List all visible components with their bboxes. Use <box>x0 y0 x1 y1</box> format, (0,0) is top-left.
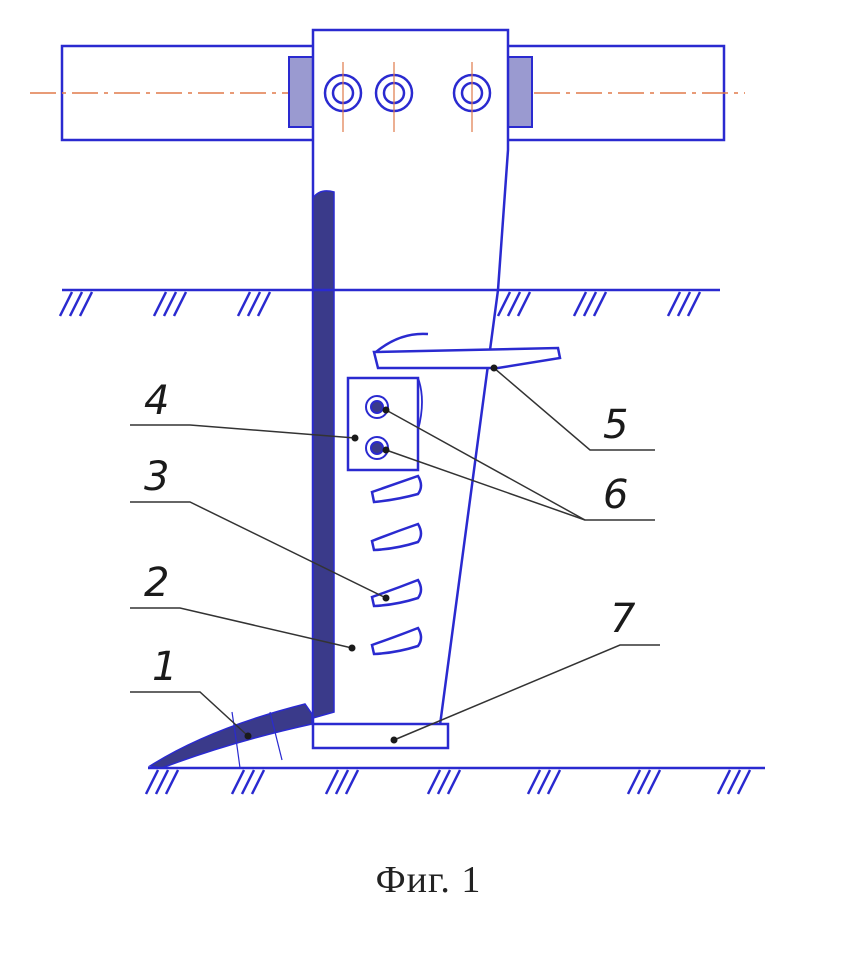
loosening-plate-edge <box>375 332 429 353</box>
leader-dots <box>244 364 498 744</box>
bolt-centerlines <box>342 62 473 132</box>
clamp-plate-right <box>507 56 533 128</box>
ground-hatch-upper <box>58 291 702 317</box>
ground-hatch-lower <box>144 769 752 795</box>
fastener <box>365 436 389 460</box>
leader-lines <box>130 367 660 741</box>
label-7: 7 <box>610 596 636 642</box>
label-6: 6 <box>603 472 628 518</box>
base-plate <box>311 722 450 750</box>
clamp-plate-left <box>288 56 314 128</box>
fastener <box>365 395 389 419</box>
figure-caption: Фиг. 1 <box>375 859 482 901</box>
label-4: 4 <box>144 378 169 424</box>
label-3: 3 <box>144 454 169 500</box>
shin-strip <box>312 190 335 719</box>
label-2: 2 <box>144 560 169 606</box>
loosening-plate <box>372 346 562 370</box>
label-5: 5 <box>603 402 628 448</box>
bracket-edge <box>417 377 423 431</box>
chisel <box>147 703 313 769</box>
label-1: 1 <box>152 644 177 690</box>
chisel-angle-marks <box>231 711 283 769</box>
